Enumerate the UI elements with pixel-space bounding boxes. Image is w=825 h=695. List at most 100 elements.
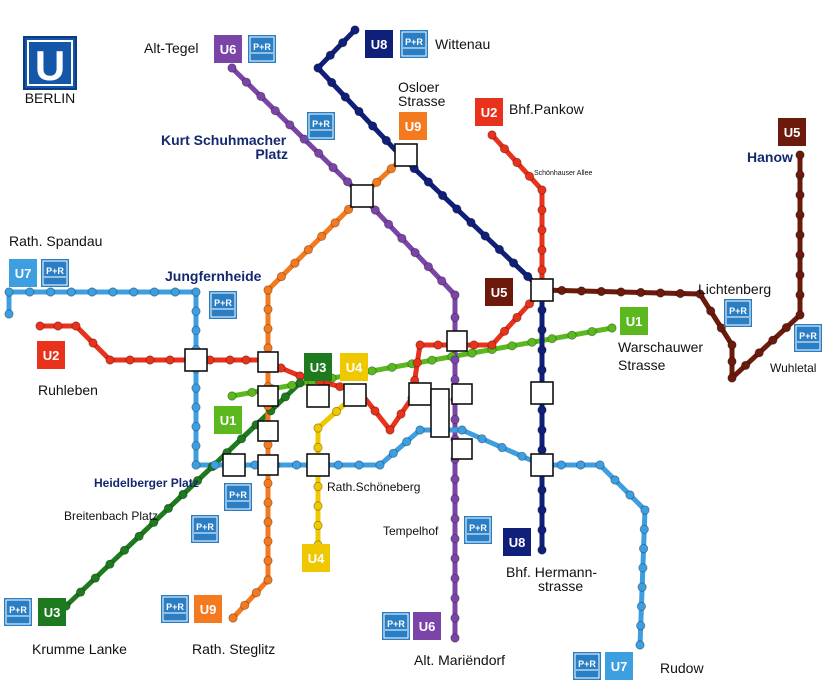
station-dot[interactable] [556, 460, 566, 470]
station-dot[interactable] [285, 120, 295, 130]
station-dot[interactable] [295, 378, 305, 388]
line-badge-u8[interactable]: U8 [503, 528, 531, 556]
station-dot[interactable] [342, 177, 353, 187]
station-dot[interactable] [280, 392, 290, 402]
station-dot[interactable] [327, 77, 337, 88]
station-dot[interactable] [795, 170, 805, 180]
station-dot[interactable] [313, 501, 323, 511]
station-dot[interactable] [450, 534, 460, 544]
station-dot[interactable] [415, 425, 425, 435]
station-dot[interactable] [263, 285, 273, 295]
station-dot[interactable] [236, 434, 247, 444]
station-dot[interactable] [450, 593, 460, 603]
interchange-node[interactable] [257, 385, 279, 407]
station-dot[interactable] [191, 287, 201, 297]
station-dot[interactable] [313, 520, 323, 531]
station-dot[interactable] [370, 406, 380, 416]
station-dot[interactable] [367, 366, 377, 376]
station-dot[interactable] [467, 348, 477, 358]
line-badge-u8[interactable]: U8 [365, 30, 393, 58]
station-dot[interactable] [616, 287, 626, 297]
interchange-node[interactable] [257, 420, 279, 442]
station-dot[interactable] [354, 106, 364, 117]
station-dot[interactable] [512, 312, 522, 323]
interchange-node[interactable] [430, 388, 450, 438]
label-kurt-1[interactable]: Kurt Schuhmacher [161, 132, 287, 148]
line-badge-u5[interactable]: U5 [778, 118, 806, 146]
station-dot[interactable] [537, 305, 547, 315]
line-badge-u6[interactable]: U6 [413, 612, 441, 640]
station-dot[interactable] [795, 190, 805, 200]
station-dot[interactable] [450, 312, 460, 323]
label-rudow[interactable]: Rudow [660, 660, 704, 676]
station-dot[interactable] [795, 310, 805, 320]
station-dot[interactable] [576, 460, 586, 470]
station-dot[interactable] [795, 210, 805, 220]
interchange-node[interactable] [394, 143, 418, 167]
station-dot[interactable] [76, 587, 86, 597]
label-warschauer-1[interactable]: Warschauwer [618, 339, 703, 355]
station-dot[interactable] [537, 405, 547, 415]
line-u7[interactable] [6, 289, 648, 648]
station-dot[interactable] [795, 150, 805, 160]
station-dot[interactable] [727, 340, 737, 350]
station-dot[interactable] [415, 340, 425, 350]
interchange-node[interactable] [306, 453, 330, 477]
interchange-node[interactable] [451, 383, 473, 405]
station-dot[interactable] [596, 286, 606, 297]
station-dot[interactable] [129, 287, 139, 297]
station-dot[interactable] [537, 365, 547, 375]
station-dot[interactable] [314, 148, 324, 158]
station-dot[interactable] [388, 448, 398, 458]
station-dot[interactable] [386, 164, 396, 174]
station-dot[interactable] [256, 91, 266, 102]
station-dot[interactable] [595, 460, 605, 470]
label-krumme[interactable]: Krumme Lanke [32, 641, 127, 657]
station-dot[interactable] [338, 38, 348, 48]
station-dot[interactable] [499, 144, 510, 154]
station-dot[interactable] [313, 442, 323, 453]
station-dot[interactable] [313, 63, 323, 73]
station-dot[interactable] [240, 600, 250, 610]
station-dot[interactable] [469, 340, 479, 350]
station-dot[interactable] [635, 640, 645, 650]
station-dot[interactable] [640, 505, 650, 515]
station-dot[interactable] [191, 306, 201, 316]
station-dot[interactable] [45, 287, 56, 297]
station-dot[interactable] [317, 231, 327, 241]
station-dot[interactable] [290, 258, 300, 268]
station-dot[interactable] [340, 92, 350, 102]
station-dot[interactable] [450, 474, 460, 484]
station-dot[interactable] [537, 345, 547, 355]
station-dot[interactable] [537, 225, 547, 235]
label-spandau[interactable]: Rath. Spandau [9, 233, 102, 249]
station-dot[interactable] [768, 335, 778, 345]
station-dot[interactable] [241, 77, 251, 87]
station-dot[interactable] [547, 334, 557, 344]
station-dot[interactable] [587, 326, 597, 337]
station-dot[interactable] [396, 409, 406, 419]
station-dot[interactable] [247, 387, 257, 397]
station-dot[interactable] [795, 230, 805, 240]
park-ride-icon[interactable]: P+R [248, 35, 276, 63]
station-dot[interactable] [636, 287, 646, 298]
station-dot[interactable] [331, 406, 342, 417]
station-dot[interactable] [191, 402, 201, 412]
station-dot[interactable] [537, 505, 547, 515]
line-badge-u9[interactable]: U9 [399, 112, 427, 140]
station-dot[interactable] [383, 219, 394, 229]
station-dot[interactable] [313, 423, 323, 433]
park-ride-icon[interactable]: P+R [794, 324, 822, 352]
interchange-node[interactable] [184, 348, 208, 372]
station-dot[interactable] [450, 414, 460, 425]
line-badge-u3[interactable]: U3 [304, 353, 332, 381]
label-ruhleben[interactable]: Ruhleben [38, 382, 98, 398]
interchange-node[interactable] [257, 351, 279, 373]
station-dot[interactable] [4, 309, 14, 319]
station-dot[interactable] [225, 355, 235, 365]
station-dot[interactable] [191, 325, 201, 335]
station-dot[interactable] [537, 245, 547, 255]
line-badge-u6[interactable]: U6 [214, 35, 242, 63]
station-dot[interactable] [537, 485, 547, 495]
station-dot[interactable] [610, 475, 620, 485]
